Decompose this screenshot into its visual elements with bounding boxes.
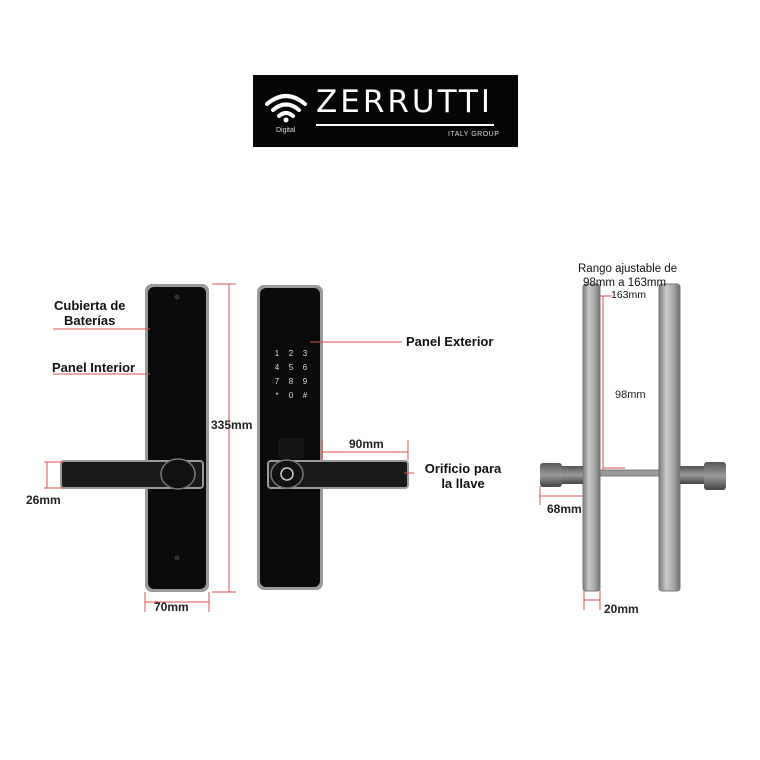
brand-tagline: ITALY GROUP xyxy=(448,131,500,138)
keypad: 1 2 3 4 5 6 7 8 9 * 0 # xyxy=(270,349,312,400)
range-line3: 163mm xyxy=(611,289,647,301)
handle-length-dimension: 90mm xyxy=(349,437,384,451)
key-hole-label-line2: la llave xyxy=(441,476,485,491)
height-dimension: 335mm xyxy=(211,418,253,432)
keypad-key[interactable]: 2 xyxy=(288,349,294,358)
battery-cover-label: Cubierta de Baterías xyxy=(54,298,126,328)
dimension-lines xyxy=(44,283,625,612)
keypad-key[interactable]: 0 xyxy=(288,391,294,400)
handle-height-dimension: 26mm xyxy=(26,493,61,507)
interior-panel xyxy=(60,284,209,592)
brand-digital: Digital xyxy=(276,127,296,134)
battery-cover-label-line1: Cubierta de xyxy=(54,298,126,313)
range-line2: 98mm a 163mm xyxy=(583,277,667,289)
width-dimension: 70mm xyxy=(154,600,189,614)
key-hole-label: Orificio para la llave xyxy=(418,461,508,491)
range-line1: Rango ajustable de xyxy=(578,263,678,275)
keypad-key[interactable]: 5 xyxy=(288,363,294,372)
exterior-handle xyxy=(267,460,409,489)
fingerprint-icon xyxy=(280,467,294,481)
keypad-key[interactable]: 7 xyxy=(274,377,280,386)
keypad-key[interactable]: 3 xyxy=(302,349,308,358)
keypad-key[interactable]: * xyxy=(275,391,279,400)
side-view xyxy=(540,283,726,592)
exterior-panel-label: Panel Exterior xyxy=(406,334,494,349)
brand-name: ZERRUTTI xyxy=(316,84,494,120)
depth-dimension: 68mm xyxy=(547,502,582,516)
keypad-key[interactable]: 1 xyxy=(274,349,280,358)
interior-panel-label: Panel Interior xyxy=(52,360,136,375)
keypad-key[interactable]: 4 xyxy=(274,363,280,372)
keypad-key[interactable]: # xyxy=(302,391,308,400)
keypad-key[interactable]: 8 xyxy=(288,377,294,386)
spindle-dimension: 98mm xyxy=(615,389,646,401)
thickness-dimension: 20mm xyxy=(604,602,639,616)
key-hole-label-line1: Orificio para xyxy=(424,461,502,476)
keypad-key[interactable]: 6 xyxy=(302,363,308,372)
keypad-key[interactable]: 9 xyxy=(302,377,308,386)
exterior-panel xyxy=(257,285,409,590)
battery-cover-label-line2: Baterías xyxy=(64,313,116,328)
brand-underline xyxy=(316,124,494,126)
